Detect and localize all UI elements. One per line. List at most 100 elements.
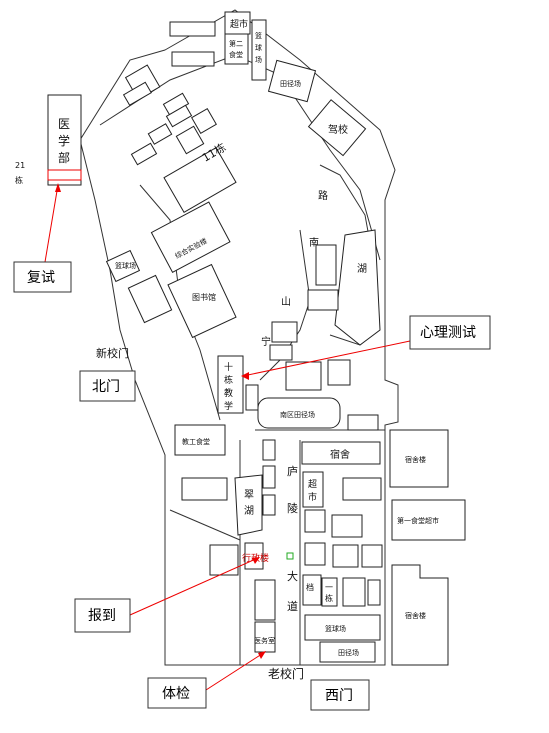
jiaogong-building xyxy=(174,424,226,456)
callout-fushi-text: 复试 xyxy=(27,269,55,286)
road-da: 大 xyxy=(287,569,298,583)
building-netball xyxy=(347,414,379,431)
building-c11 xyxy=(254,579,276,621)
jiaogong-label: 教工食堂 xyxy=(182,437,210,446)
callout-xinli-text: 心理测试 xyxy=(420,325,476,341)
building-ning-1 xyxy=(269,344,293,361)
arrowhead-fushi xyxy=(55,183,61,192)
callout-beimen-text: 北门 xyxy=(92,379,120,395)
building-top-left-2 xyxy=(171,51,215,67)
building-top-left xyxy=(169,21,216,37)
building-left-mid xyxy=(127,274,173,324)
xinxiaomen-label: 新校门 xyxy=(96,346,129,360)
tushuguan-building xyxy=(167,263,237,339)
callout-beimen xyxy=(79,370,136,402)
nanqu-tianjing-label: 南区田径场 xyxy=(280,410,315,419)
lake-label: 湖 xyxy=(357,263,367,275)
building-xueshu xyxy=(285,361,322,391)
dong21-char: 栋 xyxy=(15,175,23,185)
dorm-n2 xyxy=(122,81,152,106)
lanqiuchang-south xyxy=(304,614,381,641)
court-left xyxy=(105,249,141,283)
building-c5 xyxy=(304,509,326,533)
road-lu: 庐 xyxy=(287,464,298,478)
callout-ximen-text: 西门 xyxy=(325,688,353,704)
building-c10 xyxy=(367,579,381,606)
jiudong-building xyxy=(361,544,383,568)
yixuebu-marker xyxy=(47,169,82,181)
dorm-n4 xyxy=(165,104,193,128)
building-c8 xyxy=(332,544,359,568)
nanqu-tianjing xyxy=(257,397,341,429)
callout-baodao xyxy=(74,598,131,633)
road-label-ning: 宁 xyxy=(261,335,271,348)
road-label-shan: 山 xyxy=(281,296,291,308)
shitang2-label-2: 食堂 xyxy=(229,50,243,59)
callout-baodao-text: 报到 xyxy=(88,608,116,624)
yiwushi-label: 医务室 xyxy=(254,636,275,645)
laoxiaomen-label: 老校门 xyxy=(268,666,304,681)
shitang1-building xyxy=(391,499,466,541)
dong21-num: 21 xyxy=(15,161,25,170)
dangan-building xyxy=(302,574,322,606)
callout-tijian xyxy=(147,677,207,709)
building-c7 xyxy=(304,542,326,566)
arrowhead-baodao xyxy=(252,557,260,564)
cuihu-label-2: 湖 xyxy=(244,505,254,517)
shitang2-label-1: 第二 xyxy=(229,39,243,48)
green-marker xyxy=(286,552,294,560)
road-label-lu: 路 xyxy=(318,189,328,202)
tianjing-top xyxy=(267,59,317,103)
dong8-building xyxy=(307,289,339,311)
arrowhead-tijian xyxy=(258,651,266,659)
arrow-fushi xyxy=(44,184,59,263)
callout-xinli xyxy=(409,315,491,350)
arrow-xinli xyxy=(242,340,411,377)
erdong-building xyxy=(331,514,363,538)
tianjing-south xyxy=(319,641,376,663)
shidong-label-2: 栋 xyxy=(224,374,233,386)
xingzhenglou-building xyxy=(244,542,264,570)
dorm-n7 xyxy=(175,125,205,155)
sushelou-r1 xyxy=(389,429,449,488)
yidong-label-1: 一 xyxy=(325,583,333,592)
sushelou-r2 xyxy=(391,564,449,666)
shitang1-label: 第一食堂超市 xyxy=(397,516,439,525)
road-dao: 道 xyxy=(287,599,298,613)
chaoshi-top-label: 超市 xyxy=(230,18,248,30)
building-c3 xyxy=(262,494,276,516)
chaoshi-mid-label-2: 市 xyxy=(308,491,317,503)
shidong-label-1: 十 xyxy=(224,361,233,373)
building-ning-2 xyxy=(271,321,298,343)
dorm-n6 xyxy=(130,142,158,166)
dorm-n5 xyxy=(147,123,173,145)
building-left-text: 篮球场 xyxy=(115,261,136,270)
tianjing-south-label: 田径场 xyxy=(338,648,359,657)
lanqiuchang-top-label-1: 篮 xyxy=(255,31,262,40)
chaoshi-mid-building xyxy=(302,471,324,508)
road-cuihu xyxy=(169,509,241,541)
yidong-label-2: 栋 xyxy=(325,593,333,603)
yixuebu-label-1: 医 xyxy=(58,117,70,131)
shidong-building xyxy=(217,355,244,414)
chaoshi-mid-label-1: 超 xyxy=(308,478,317,490)
lanqiuchang-south-label: 篮球场 xyxy=(325,624,346,633)
yixuebu-label-2: 学 xyxy=(58,133,70,148)
building-c2 xyxy=(262,465,276,489)
lanqiuchang-top xyxy=(251,19,267,81)
cuihu-shape xyxy=(234,474,263,536)
road-label-nan: 南 xyxy=(309,236,319,249)
building-small-mid xyxy=(245,384,259,411)
tianjing-top-label: 田径场 xyxy=(280,79,301,88)
sushelou-r1-label: 宿舍楼 xyxy=(405,455,426,464)
building-liudong xyxy=(342,477,382,501)
yixuebu-label-3: 部 xyxy=(58,150,70,165)
arrow-baodao xyxy=(129,557,259,616)
sushe-mid-label: 宿舍 xyxy=(330,448,350,461)
cuihu-label-1: 翠 xyxy=(244,489,254,501)
sushelou-r2-label: 宿舍楼 xyxy=(405,611,426,620)
tiyuguan-building xyxy=(327,359,351,386)
callout-fushi xyxy=(13,261,72,293)
